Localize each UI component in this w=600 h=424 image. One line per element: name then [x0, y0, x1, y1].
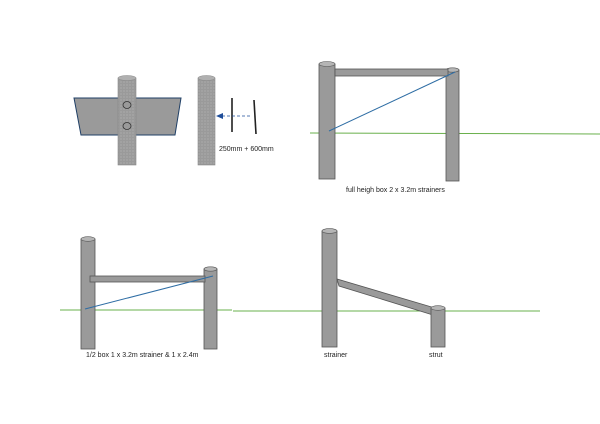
full-height-box-label: full heigh box 2 x 3.2m strainers — [346, 187, 445, 194]
strut-post — [430, 307, 446, 348]
post-with-footing — [117, 77, 137, 166]
half-box-rail — [89, 275, 206, 283]
left-strainer-top — [318, 61, 336, 67]
brace-wire — [328, 71, 456, 132]
dimension-label: 250mm + 600mm — [219, 146, 274, 153]
half-box: 1/2 box 1 x 3.2m strainer & 1 x 2.4m — [60, 236, 232, 359]
post-top — [117, 75, 137, 81]
strainer-post-top — [321, 228, 338, 234]
tall-strainer-post — [80, 238, 96, 350]
bolt-hole-lower — [122, 122, 132, 130]
bolt-hole-upper — [122, 101, 132, 109]
half-box-brace-wire — [84, 275, 214, 310]
left-strainer-post — [318, 63, 336, 180]
strainer-strut: strainer strut — [233, 228, 540, 359]
rod-600mm — [253, 99, 257, 135]
post-side-detail: 250mm + 600mm — [197, 75, 274, 166]
footing-detail — [73, 75, 182, 166]
half-box-label: 1/2 box 1 x 3.2m strainer & 1 x 2.4m — [86, 352, 199, 359]
short-strainer-post — [203, 268, 218, 350]
short-strainer-top — [203, 266, 218, 272]
post-side — [197, 77, 216, 166]
tall-strainer-top — [80, 236, 96, 242]
arrow-icon — [216, 113, 223, 119]
horizontal-rail — [334, 68, 449, 77]
diagonal-strut — [336, 278, 436, 316]
full-height-box: full heigh box 2 x 3.2m strainers — [309, 61, 600, 194]
strainer-label: strainer — [324, 352, 348, 359]
right-strainer-post — [445, 69, 460, 182]
post-side-top — [197, 75, 216, 81]
strut-label: strut — [429, 352, 443, 359]
strut-post-top — [430, 305, 446, 311]
strainer-post — [321, 230, 338, 348]
